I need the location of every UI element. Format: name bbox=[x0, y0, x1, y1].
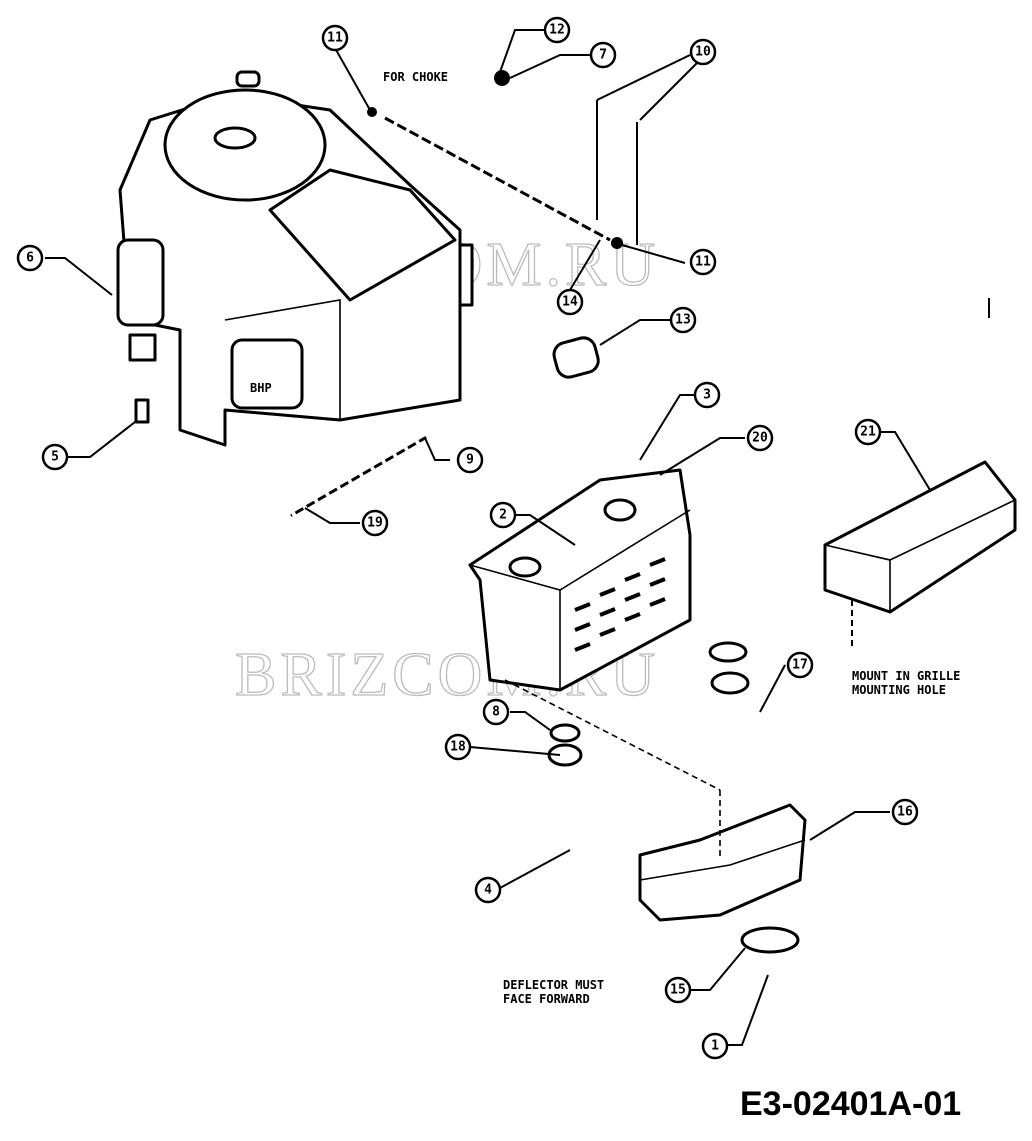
engine: BHP bbox=[116, 70, 474, 447]
svg-text:1: 1 bbox=[711, 1039, 719, 1054]
svg-text:17: 17 bbox=[792, 658, 808, 673]
svg-text:3: 3 bbox=[703, 388, 711, 403]
callout-17: 17 bbox=[786, 651, 814, 679]
svg-text:5: 5 bbox=[51, 450, 59, 465]
callout-19: 19 bbox=[361, 509, 389, 537]
callout-11: 11 bbox=[689, 248, 717, 276]
callout-3: 3 bbox=[693, 381, 721, 409]
callout-10: 10 bbox=[689, 38, 717, 66]
svg-text:10: 10 bbox=[695, 45, 711, 60]
grille-deflector bbox=[823, 460, 1017, 650]
callout-20: 20 bbox=[746, 424, 774, 452]
callout-9: 9 bbox=[456, 446, 484, 474]
callout-11: 11 bbox=[321, 24, 349, 52]
callout-13: 13 bbox=[669, 306, 697, 334]
muffler bbox=[504, 641, 807, 954]
svg-text:6: 6 bbox=[26, 251, 34, 266]
svg-text:15: 15 bbox=[670, 983, 686, 998]
callout-15: 15 bbox=[664, 976, 692, 1004]
callout-8: 8 bbox=[482, 698, 510, 726]
svg-text:9: 9 bbox=[466, 453, 474, 468]
svg-text:13: 13 bbox=[675, 313, 691, 328]
callout-1: 1 bbox=[701, 1032, 729, 1060]
clamp bbox=[611, 237, 623, 249]
note-grille-line1: MOUNT IN GRILLE bbox=[852, 669, 960, 683]
svg-text:11: 11 bbox=[327, 31, 343, 46]
note-for-choke: FOR CHOKE bbox=[383, 70, 448, 84]
svg-text:14: 14 bbox=[562, 295, 578, 310]
note-deflector-line1: DEFLECTOR MUST bbox=[503, 978, 604, 992]
svg-text:7: 7 bbox=[599, 48, 607, 63]
drawing-number: E3-02401A-01 bbox=[740, 1085, 961, 1123]
callout-5: 5 bbox=[41, 443, 69, 471]
svg-text:12: 12 bbox=[549, 23, 565, 38]
callout-14: 14 bbox=[556, 288, 584, 316]
svg-text:8: 8 bbox=[492, 705, 500, 720]
svg-text:16: 16 bbox=[897, 805, 913, 820]
callout-16: 16 bbox=[891, 798, 919, 826]
callout-12: 12 bbox=[543, 16, 571, 44]
svg-text:19: 19 bbox=[367, 516, 383, 531]
callout-6: 6 bbox=[16, 244, 44, 272]
svg-text:20: 20 bbox=[752, 431, 768, 446]
svg-text:BHP: BHP bbox=[250, 381, 272, 395]
muffler-shield bbox=[468, 468, 692, 692]
svg-text:21: 21 bbox=[860, 425, 876, 440]
svg-text:4: 4 bbox=[484, 883, 492, 898]
svg-text:2: 2 bbox=[499, 508, 507, 523]
svg-text:11: 11 bbox=[695, 255, 711, 270]
callout-2: 2 bbox=[489, 501, 517, 529]
note-deflector-line2: FACE FORWARD bbox=[503, 992, 590, 1006]
callout-4: 4 bbox=[474, 876, 502, 904]
callout-7: 7 bbox=[589, 41, 617, 69]
note-grille-line2: MOUNTING HOLE bbox=[852, 683, 946, 697]
callout-18: 18 bbox=[444, 733, 472, 761]
fuel-filter bbox=[552, 336, 600, 379]
callout-21: 21 bbox=[854, 418, 882, 446]
svg-text:18: 18 bbox=[450, 740, 466, 755]
